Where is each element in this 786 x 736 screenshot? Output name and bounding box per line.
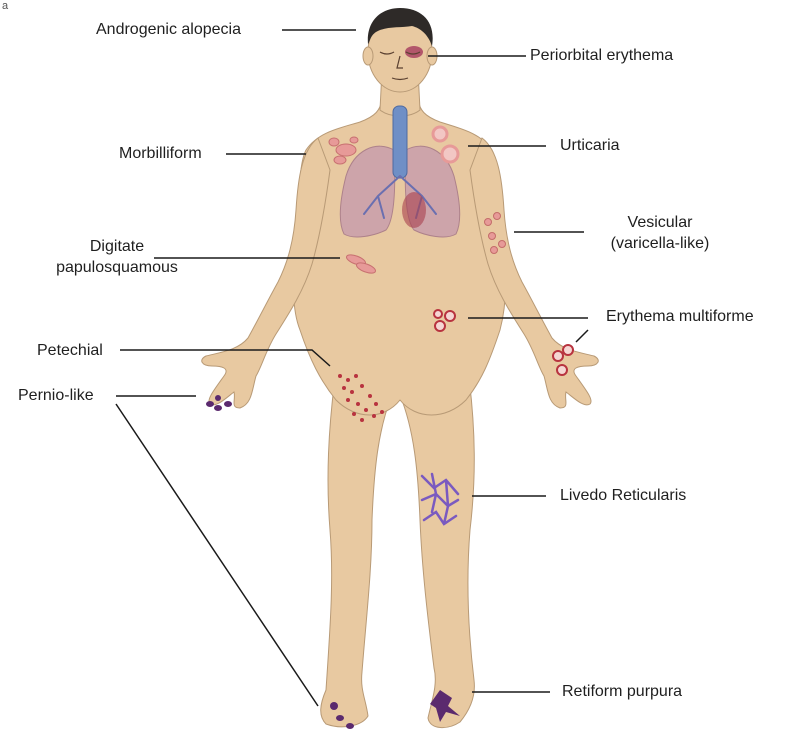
label-retiform-purpura: Retiform purpura [562,681,682,702]
label-digitate-line2: papulosquamous [42,257,192,278]
label-vesicular: Vesicular (varicella-like) [590,212,730,254]
leader-erythema-multiforme-hand [576,330,588,342]
label-androgenic-alopecia: Androgenic alopecia [96,19,241,40]
label-petechial: Petechial [37,340,103,361]
label-vesicular-line1: Vesicular [590,212,730,233]
label-erythema-multiforme: Erythema multiforme [606,306,754,327]
right-leg [400,370,474,728]
label-morbilliform: Morbilliform [119,143,202,164]
left-ear [363,47,373,65]
label-urticaria: Urticaria [560,135,620,156]
label-pernio-like: Pernio-like [18,385,94,406]
label-vesicular-line2: (varicella-like) [590,233,730,254]
heart [402,192,426,228]
trachea [393,106,407,178]
leader-pernio-foot [116,404,318,706]
label-digitate-papulosquamous: Digitate papulosquamous [42,236,192,278]
periorbital-lesion [405,46,423,58]
left-leg [321,370,392,727]
label-livedo-reticularis: Livedo Reticularis [560,485,686,506]
label-digitate-line1: Digitate [42,236,192,257]
label-periorbital-erythema: Periorbital erythema [530,45,673,66]
